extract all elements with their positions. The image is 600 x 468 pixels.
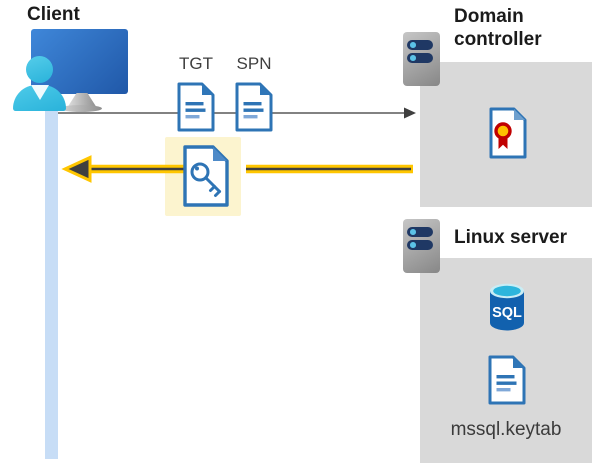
server-led (410, 229, 416, 235)
key-document-icon (183, 145, 229, 207)
domain-controller-label: Domain controller (454, 6, 542, 50)
certificate-seal (494, 122, 512, 140)
spn-document-icon (235, 82, 273, 132)
server-bar (407, 227, 433, 237)
server-led (410, 55, 416, 61)
person-head-icon (26, 56, 53, 83)
response-arrowhead-icon (61, 155, 92, 183)
linux-server-icon (403, 219, 440, 273)
client-lifeline (45, 92, 58, 459)
server-led (410, 42, 416, 48)
server-bar (407, 240, 433, 250)
request-arrowhead-icon (404, 107, 416, 119)
sql-database-icon: SQL (490, 283, 524, 331)
request-arrow (58, 107, 416, 119)
linux-server-label: Linux server (454, 227, 567, 248)
tgt-label: TGT (179, 54, 213, 73)
keytab-filename-label: mssql.keytab (450, 419, 562, 440)
tgt-document-icon (177, 82, 215, 132)
server-bar (407, 53, 433, 63)
person-body-icon (13, 85, 66, 111)
domain-controller-server-icon (403, 32, 440, 86)
response-arrow (61, 155, 413, 183)
client-icon (13, 29, 133, 115)
person-collar (30, 85, 49, 100)
certificate-document-icon (489, 107, 527, 159)
key-glyph (190, 162, 221, 197)
sql-badge-text: SQL (492, 305, 522, 321)
monitor-stand-base (60, 105, 102, 112)
server-led (410, 242, 416, 248)
monitor-stand-neck (67, 93, 97, 108)
client-label: Client (27, 4, 80, 25)
spn-label: SPN (236, 54, 272, 73)
keytab-document-icon (488, 355, 526, 405)
server-bar (407, 40, 433, 50)
